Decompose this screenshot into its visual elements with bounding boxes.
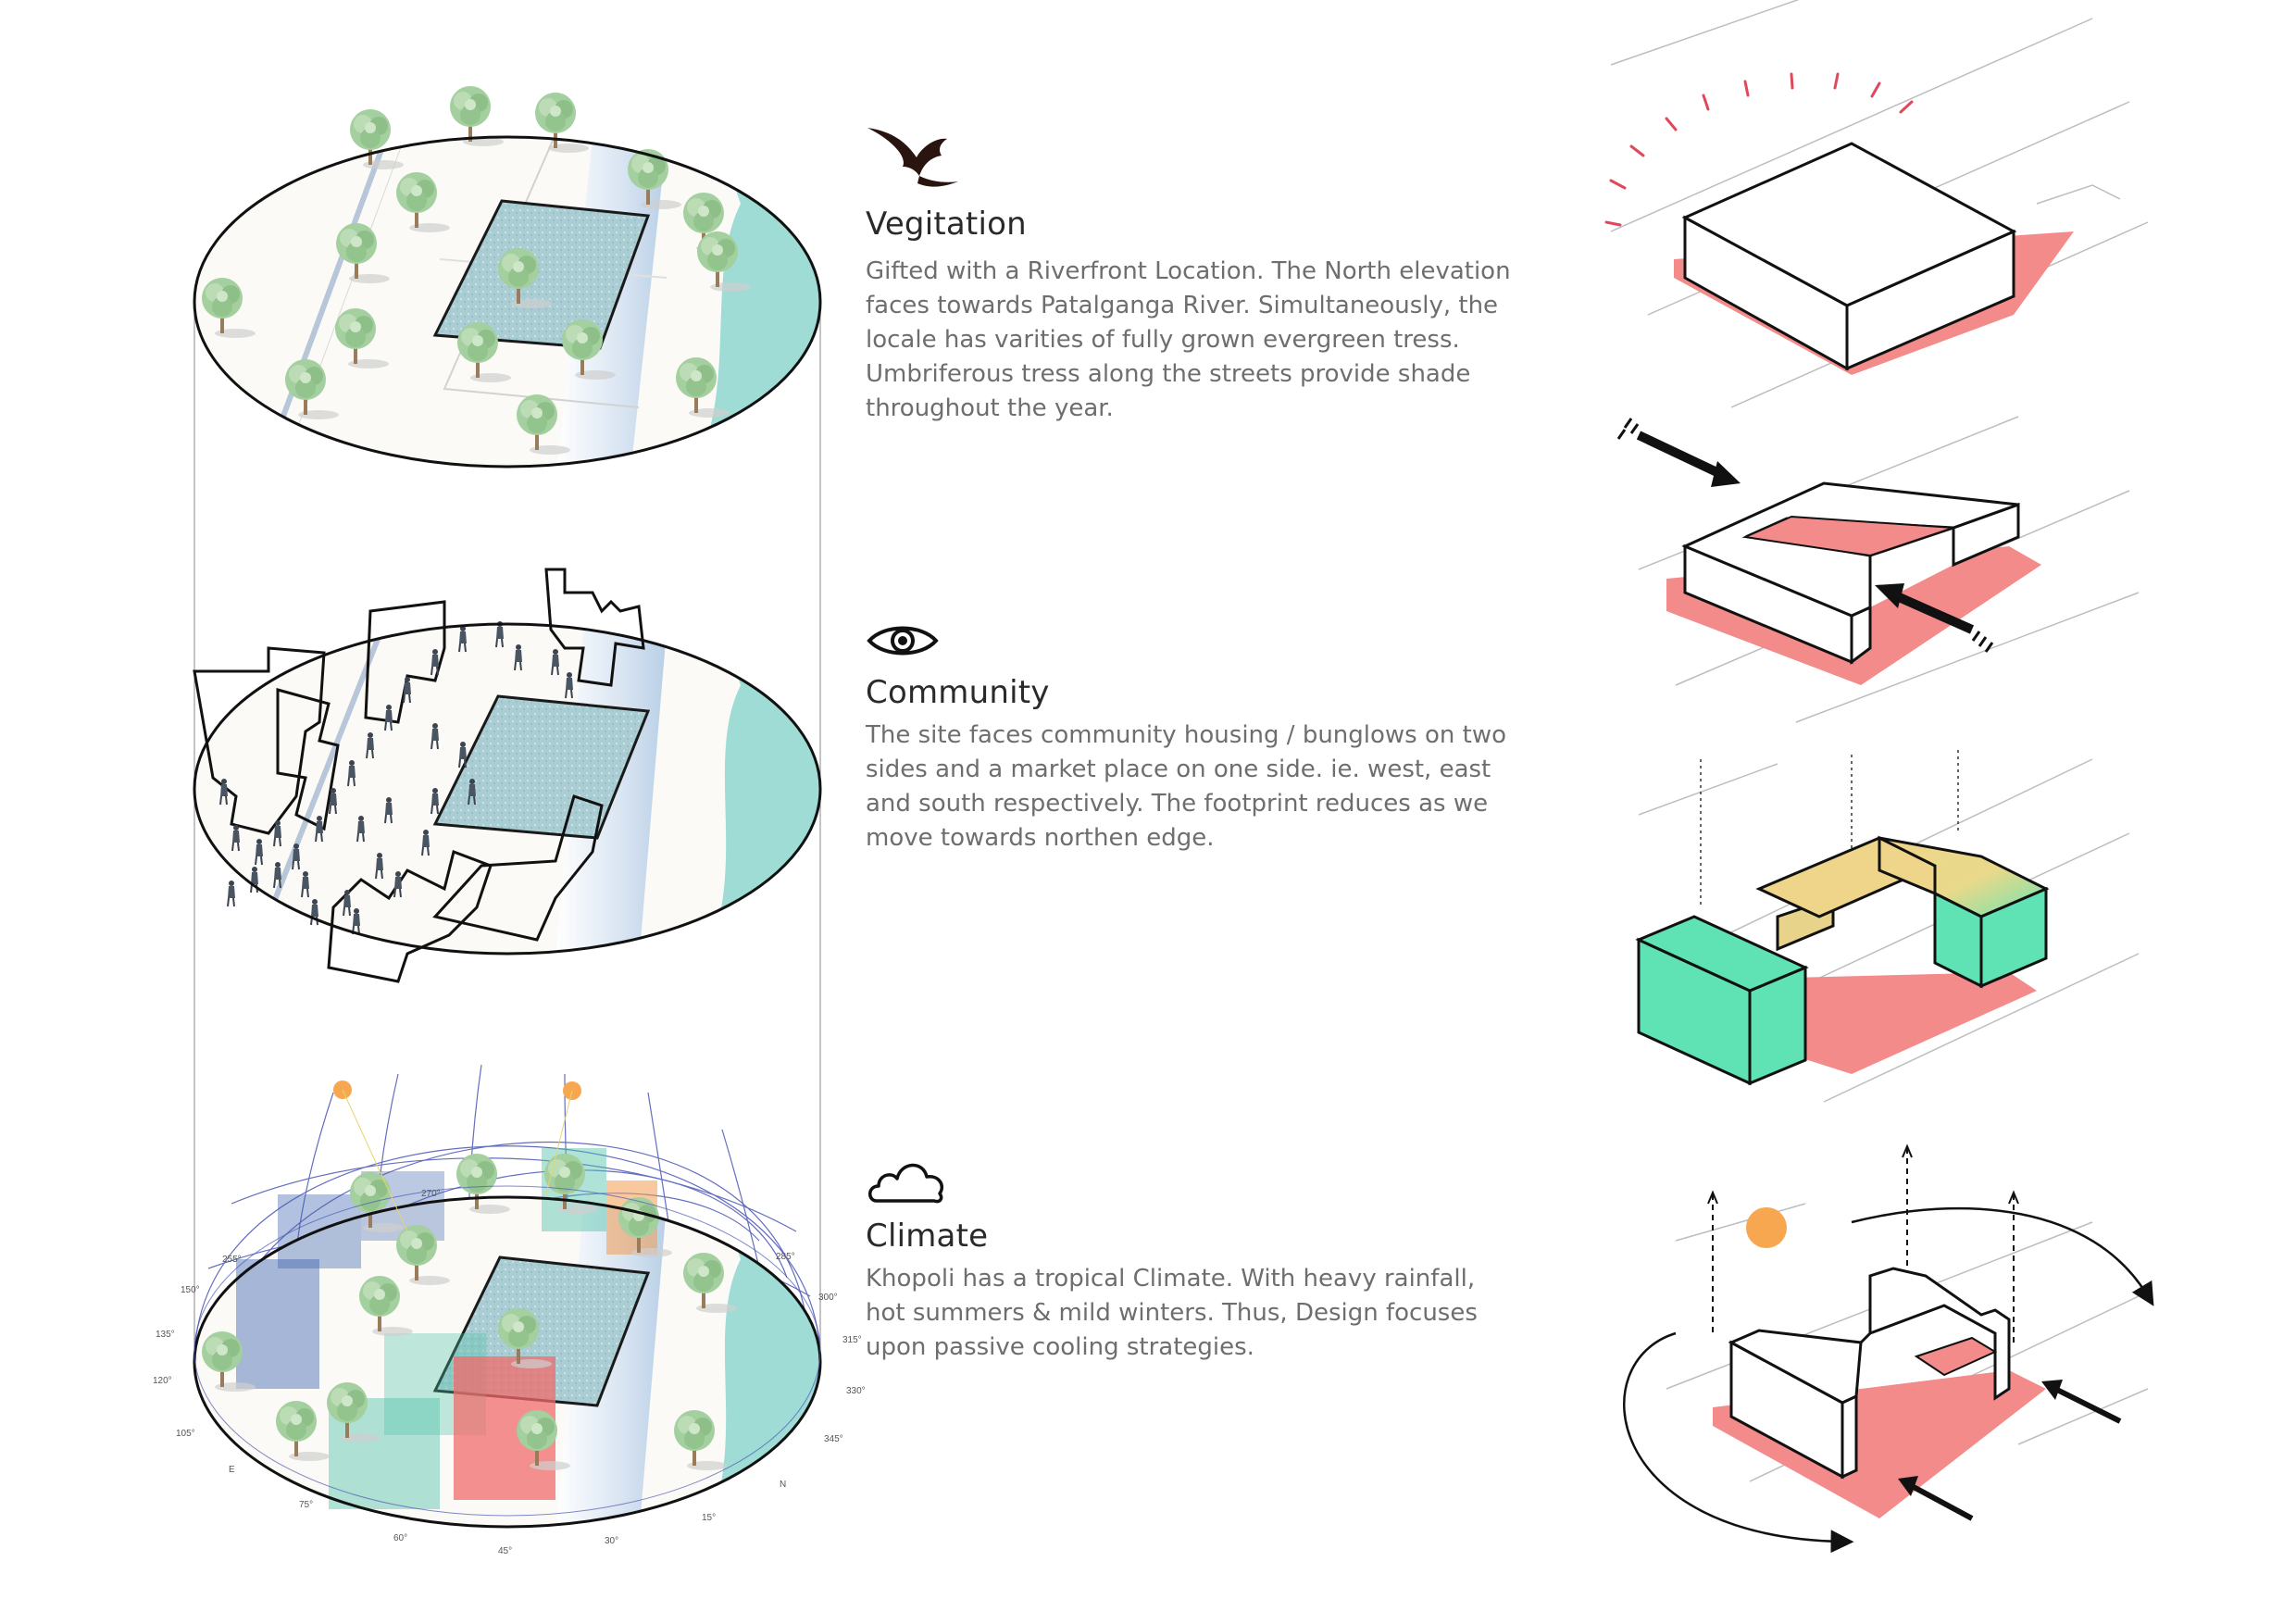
section-climate: Climate Khopoli has a tropical Climate. … [866,1153,1532,1366]
cloud-icon [868,1163,944,1204]
heat-rays [1604,72,1914,227]
section-body: Gifted with a Riverfront Location. The N… [866,255,1511,426]
bearing-label: E [229,1465,235,1475]
section-body: Khopoli has a tropical Climate. With hea… [866,1262,1478,1365]
massing-column [1574,0,2296,1624]
bird-icon [867,128,958,187]
sun-marker [1746,1207,1787,1248]
site-diagram-column: 150° 135° 120° 105° E 75° 60° 45° 30° 15… [0,0,889,1624]
climate-disc: 150° 135° 120° 105° E 75° 60° 45° 30° 15… [153,1064,866,1556]
wind-arrow [1875,583,1994,653]
community-disc [193,568,822,983]
massing-orientation [1604,0,2149,408]
body-line: faces towards Patalganga River. Simultan… [866,292,1499,319]
massing-svg [1604,0,2154,1554]
bearing-label: 135° [156,1330,175,1340]
section-body: The site faces community housing / bungl… [866,718,1506,856]
body-line: move towards northen edge. [866,824,1215,852]
bearing-label: 285° [776,1252,795,1262]
bearing-label: 45° [498,1546,512,1556]
bearing-label: N [780,1480,786,1490]
bearing-label: 120° [153,1376,172,1386]
body-line: locale has varities of fully grown everg… [866,326,1460,354]
section-community: Community The site faces community housi… [866,620,1532,870]
section-vegetation: Vegitation Gifted with a Riverfront Loca… [866,120,1532,435]
bearing-label: 105° [176,1429,195,1439]
vegetation-disc [193,86,822,468]
body-line: Khopoli has a tropical Climate. With hea… [866,1265,1476,1293]
bearing-label: 150° [181,1285,200,1295]
massing-courtyard [1616,416,2140,723]
body-line: throughout the year. [866,394,1114,422]
body-line: Gifted with a Riverfront Location. The N… [866,257,1511,285]
body-line: Umbriferous tress along the streets prov… [866,360,1471,388]
bearing-label: 330° [846,1386,866,1396]
body-line: hot summers & mild winters. Thus, Design… [866,1299,1478,1327]
massing-sunorbit [1623,1143,2154,1554]
eye-icon [867,626,939,656]
bearing-label: 15° [702,1513,716,1523]
bearing-label: 60° [393,1533,407,1543]
bearing-label: 255° [222,1255,242,1265]
bearing-label: 315° [842,1335,862,1345]
bearing-label: 270° [421,1189,441,1199]
bearing-label: 30° [605,1536,618,1546]
massing-footprint [1635,750,2140,1103]
section-title: Climate [866,1218,989,1255]
sunpath-bearings: 150° 135° 120° 105° E 75° 60° 45° 30° 15… [153,1189,866,1556]
wind-arrow [1898,1380,2122,1521]
section-title: Community [866,674,1050,711]
bearing-label: 75° [299,1500,313,1510]
bearing-label: 345° [824,1434,843,1444]
body-line: sides and a market place on one side. ie… [866,756,1491,783]
wind-arrow [1616,418,1741,487]
body-line: and south respectively. The footprint re… [866,790,1489,818]
section-title: Vegitation [866,206,1027,243]
body-line: upon passive cooling strategies. [866,1333,1254,1361]
site-diagram-svg: 150° 135° 120° 105° E 75° 60° 45° 30° 15… [153,86,866,1556]
body-line: The site faces community housing / bungl… [866,721,1507,749]
bearing-label: 300° [818,1293,838,1303]
